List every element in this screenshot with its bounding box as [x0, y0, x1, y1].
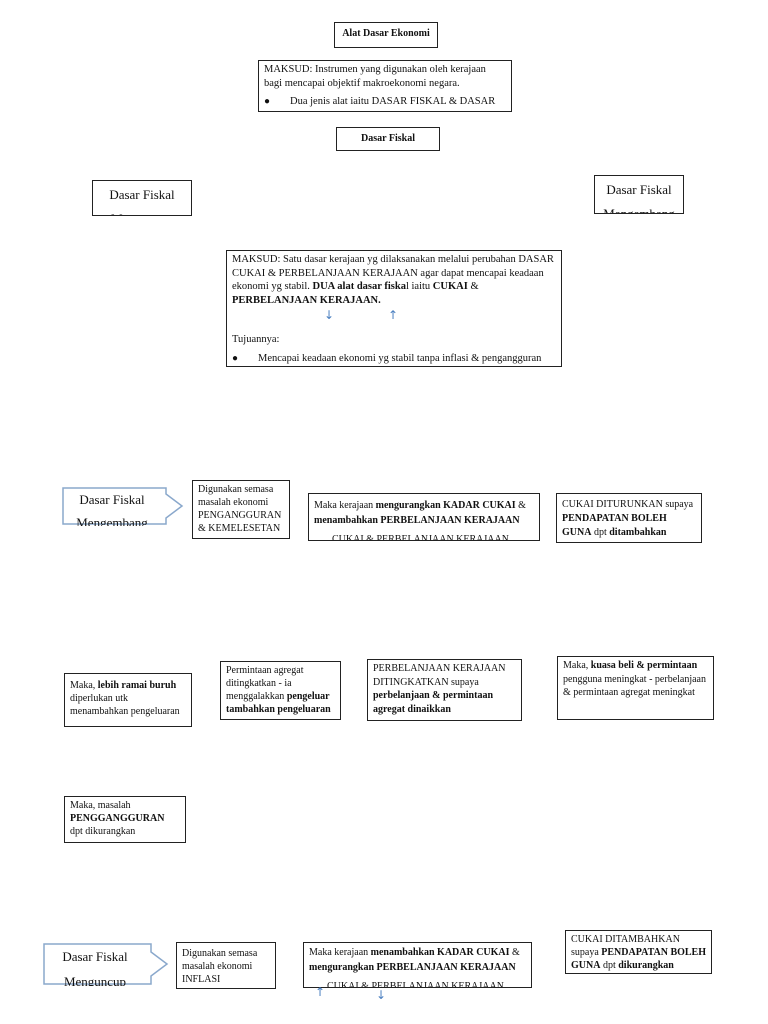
text: & [509, 947, 520, 958]
arrow-up-icon: ↑ [315, 985, 326, 999]
text: mengurangkan KADAR CUKAI [375, 500, 516, 511]
text: pengguna meningkat - perbelanjaan & perm… [563, 673, 706, 699]
bullet-text: Mencapai keadaan ekonomi yg stabil tanpa… [258, 352, 542, 364]
text: & [515, 500, 526, 511]
row3-box: Maka, masalah PENGGANGGURAN dpt dikurang… [64, 796, 186, 843]
text: PERBELANJAAN KERAJAAN DITINGKATKAN supay… [373, 663, 506, 688]
label: Menguncup [63, 974, 127, 986]
text: CUKAI [432, 281, 468, 292]
text: dpt [591, 527, 610, 538]
maksud-paragraph: MAKSUD: Satu dasar kerajaan yg dilaksana… [232, 253, 556, 307]
text: & [467, 281, 479, 292]
text: CUKAI DITURUNKAN supaya [562, 499, 694, 510]
row1-box-1: Digunakan semasa masalah ekonomi PENGANG… [192, 480, 290, 539]
text: Maka, [70, 680, 98, 691]
row2-box-1: Maka, lebih ramai buruh diperlukan utk m… [64, 673, 192, 727]
text: PENDAPATAN BOLEH GUNA [571, 947, 707, 971]
text: ditambahkan [609, 527, 667, 538]
row2-box-3: PERBELANJAAN KERAJAAN DITINGKATKAN supay… [367, 659, 522, 721]
text: CUKAI DITAMBAHKAN supaya [571, 934, 680, 958]
text: dikurangkan [618, 960, 674, 971]
label: Dasar Fiskal [606, 182, 672, 197]
text: menambahkan KADAR CUKAI [370, 947, 510, 958]
arrow-shape-icon [43, 943, 169, 985]
text: Maka kerajaan [314, 500, 376, 511]
bullet-icon: ● [264, 96, 271, 107]
row4-box-3: CUKAI DITAMBAHKAN supaya PENDAPATAN BOLE… [565, 930, 712, 974]
label: Menguncup [97, 207, 187, 215]
maksud-text: MAKSUD: Instrumen yang digunakan oleh ke… [264, 64, 486, 89]
row1-box-2: Maka kerajaan mengurangkan KADAR CUKAI &… [308, 493, 540, 541]
label: Dasar Fiskal [62, 949, 128, 964]
title-box: Alat Dasar Ekonomi [334, 22, 438, 48]
text: Maka, masalah [70, 800, 131, 811]
subtitle-box: Dasar Fiskal [336, 127, 440, 151]
text: CUKAI & PERBELANJAAN KERAJAAN [327, 981, 504, 988]
row2-box-2: Permintaan agregat ditingkatkan - ia men… [220, 661, 341, 720]
text: PERBELANJAAN KERAJAAN. [232, 294, 381, 306]
arrow-row: ↓ ↑ [232, 307, 556, 329]
text: Digunakan semasa masalah ekonomi PENGANG… [198, 484, 282, 534]
text: mengurangkan PERBELANJAAN KERAJAAN [309, 962, 516, 973]
text: dpt dikurangkan [70, 826, 136, 837]
text: lebih ramai buruh [97, 680, 177, 691]
text: PENDAPATAN BOLEH GUNA [562, 513, 667, 538]
text: menambahkan PERBELANJAAN KERAJAAN [314, 515, 520, 526]
arrow-up-icon: ↑ [388, 308, 399, 322]
text: pengeluar tambahkan pengeluaran [226, 691, 331, 715]
text: diperlukan utk menambahkan pengeluaran [70, 693, 180, 717]
label: Dasar Fiskal [79, 492, 145, 507]
text: Digunakan semasa masalah ekonomi INFLASI [182, 948, 258, 985]
maksud-box-1: MAKSUD: Instrumen yang digunakan oleh ke… [258, 60, 512, 112]
text: PENGGANGGURAN [70, 813, 165, 824]
text: l iaitu [405, 281, 433, 292]
dasar-fiskal-mengembang-arrow-shape: Dasar Fiskal Mengembang [62, 486, 184, 526]
label: Mengembang [603, 206, 675, 214]
maksud-box-2: MAKSUD: Satu dasar kerajaan yg dilaksana… [226, 250, 562, 367]
bullet-text: Dua jenis alat iaitu DASAR FISKAL & DASA… [290, 96, 496, 111]
tujuan-label: Tujuannya: [232, 334, 280, 345]
text: CUKAI & PERBELANJAAN KERAJAAN [332, 534, 509, 541]
row4-box-1: Digunakan semasa masalah ekonomi INFLASI [176, 942, 276, 989]
bullet-icon: ● [232, 352, 239, 364]
label: Mengembang [76, 515, 148, 526]
bullet-item: ● Mencapai keadaan ekonomi yg stabil tanp… [232, 352, 556, 366]
text: kuasa beli & permintaan [590, 660, 698, 671]
row2-box-4: Maka, kuasa beli & permintaan pengguna m… [557, 656, 714, 720]
row1-box-3: CUKAI DITURUNKAN supaya PENDAPATAN BOLEH… [556, 493, 702, 543]
arrow-down-icon: ↓ [376, 988, 387, 1002]
text: Maka kerajaan [309, 947, 371, 958]
bullet-item: ● Dua jenis alat iaitu DASAR FISKAL & DAS… [264, 95, 506, 111]
title-text: Alat Dasar Ekonomi [342, 28, 430, 39]
row4-box-2: Maka kerajaan menambahkan KADAR CUKAI & … [303, 942, 532, 988]
subtitle-text: Dasar Fiskal [361, 133, 415, 144]
text: MAKSUD: Satu dasar kerajaan yg dilaksana… [232, 254, 554, 292]
label: Dasar Fiskal [109, 187, 175, 202]
text: Maka, [563, 660, 591, 671]
text: DUA alat dasar fiska [312, 281, 406, 292]
text: perbelanjaan & permintaan agregat dinaik… [373, 690, 493, 715]
arrow-down-icon: ↓ [324, 308, 335, 322]
text: Permintaan agregat ditingkatkan - ia men… [226, 665, 304, 702]
dasar-fiskal-menguncup-arrow-shape: Dasar Fiskal Menguncup [43, 942, 169, 986]
arrow-shape-icon [62, 487, 184, 525]
text: dpt [600, 960, 619, 971]
